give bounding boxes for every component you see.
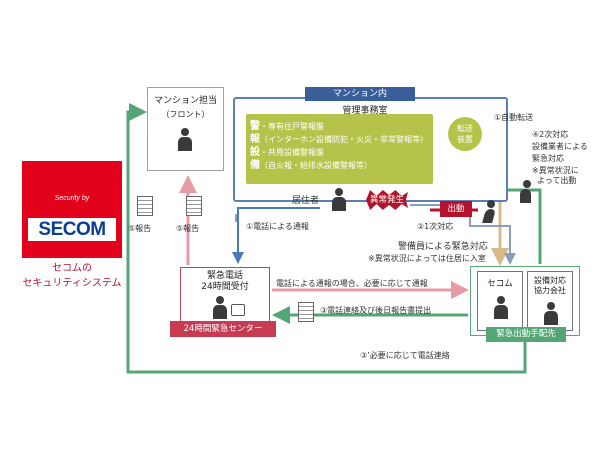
office-title: 管理事務室 <box>342 106 388 116</box>
green-loop-arrow <box>126 103 527 374</box>
secom-logo: Security by SECOM <box>22 161 122 258</box>
facility-line2: 協力会社 <box>534 286 566 295</box>
blue-call-arrow <box>232 207 320 264</box>
label-phone-contact-needed: ③’必要に応じて電話連絡 <box>360 351 450 360</box>
transfer-device: 転送 装置 <box>448 117 482 151</box>
panel-char-3: 設 <box>250 147 260 158</box>
second-response-label: ④2次対応 <box>532 130 569 139</box>
second-response-line5: よって出動 <box>537 176 577 185</box>
logo-caption: セコムの セキュリティシステム <box>22 261 122 291</box>
second-response-line3: 緊急対応 <box>532 154 564 163</box>
front-box: マンション担当 （フロント） <box>147 87 224 171</box>
document-icon <box>298 302 314 322</box>
tenso-line2: 装置 <box>457 135 473 144</box>
label-phone-report: ①電話による通報 <box>246 222 309 231</box>
label-first-response: ②1次対応 <box>417 222 454 231</box>
guard-response-title: 警備員による緊急対応 <box>398 242 488 252</box>
facility-partner-box: 設備対応 協力会社 <box>527 271 573 331</box>
secom-name: セコム <box>487 279 513 289</box>
mansion-tab: マンション内 <box>305 87 415 101</box>
logo-wordmark: SECOM <box>38 219 106 240</box>
label-report-mid: ⑤報告 <box>176 224 200 233</box>
panel-char-2: 報 <box>250 134 260 145</box>
label-notify-if-needed: 電話による通報の場合、必要に応じて通報 <box>276 279 428 288</box>
logo-band <box>28 218 116 241</box>
panel-line-3: ・共用設備警報盤 <box>260 148 324 157</box>
caption-line2: セキュリティシステム <box>22 278 122 289</box>
document-icon <box>137 196 153 216</box>
logo-security-by: Security by <box>54 195 90 202</box>
panel-line-2: （インターホン設備防犯・火災・非常警報等） <box>260 135 428 144</box>
front-title: マンション担当 <box>153 96 217 106</box>
document-icon <box>186 196 202 216</box>
label-phone-contact-report: ③電話連絡及び後日報告書提出 <box>320 306 432 315</box>
panel-line-1: ・専有住戸警報盤 <box>260 122 324 131</box>
telephone-icon <box>231 304 245 316</box>
call-center-label: 24時間緊急センター <box>170 321 276 337</box>
caption-line1: セコムの <box>52 263 92 274</box>
tenso-line1: 転送 <box>457 124 473 133</box>
dispatch-badge: 出動 <box>440 201 472 217</box>
facility-line1: 設備対応 <box>534 276 566 285</box>
center-line2: 24時間受付 <box>201 282 249 292</box>
dispatch-arrange-label: 緊急出動手配先 <box>486 327 566 342</box>
panel-line-4: （自火報・給排水設備警報等） <box>260 161 372 170</box>
second-response-line4: ※異常状況に <box>532 166 579 175</box>
alarm-panel: 警・専有住戸警報盤 報（インターホン設備防犯・火災・非常警報等） 設・共用設備警… <box>246 114 433 184</box>
center-line1: 緊急電話 <box>206 271 243 281</box>
panel-char-4: 備 <box>250 160 260 171</box>
guard-response-note: ※異常状況によっては住居に入室 <box>368 254 486 263</box>
label-report-left: ⑤報告 <box>128 224 152 233</box>
second-response-line2: 設備業者による <box>532 142 588 151</box>
secom-box: セコム <box>477 271 523 331</box>
front-subtitle: （フロント） <box>161 110 210 119</box>
auto-transfer-label: ①自動転送 <box>494 113 534 122</box>
resident-label: 居住者 <box>292 196 320 206</box>
panel-char-1: 警 <box>250 121 260 132</box>
